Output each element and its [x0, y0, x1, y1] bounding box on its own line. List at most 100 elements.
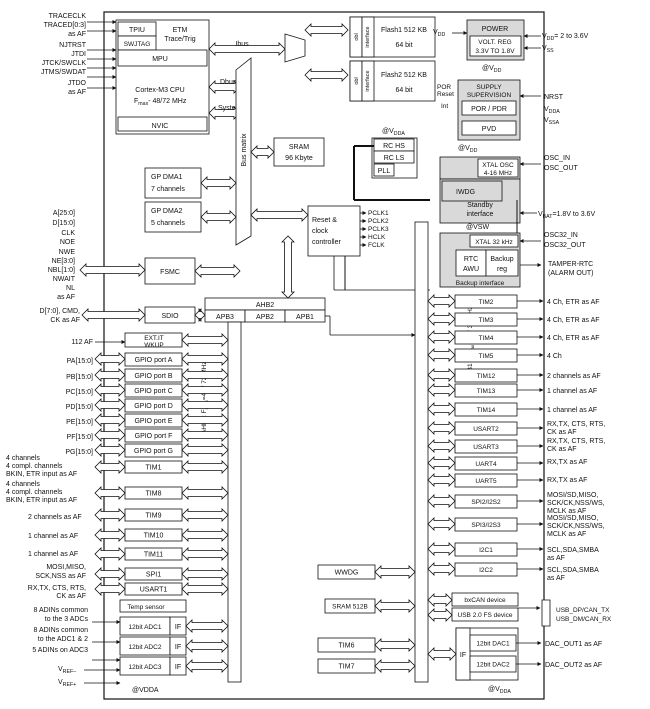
supply-label-2: SUPERVISION: [467, 92, 512, 99]
flash2-width: 64 bit: [395, 87, 412, 94]
rperiph-pin-label-7: RX,TX, CTS, RTS,: [547, 421, 605, 428]
ltim-pin-arrow-3: [94, 528, 126, 542]
backup-interface-label: Backup interface: [456, 280, 505, 287]
pin-fsmc-5: NE[3:0]: [52, 258, 75, 265]
flash2-interface: interface: [365, 70, 371, 91]
ltim-pin-arrow-5: [94, 567, 126, 581]
rperiph-pin-label-22: as AF: [547, 575, 565, 582]
apb2-bus: [227, 321, 242, 683]
pin-fsmc-7: NWAIT: [53, 276, 76, 283]
vref-minus-label: VREF–: [58, 666, 76, 675]
pin-port-3: PD[15:0]: [66, 404, 93, 411]
ltim-5-label: SPI1: [146, 572, 161, 579]
sram-label: SRAM: [289, 144, 309, 151]
xtal-osc-inner: [477, 158, 519, 178]
rperiph-10-label: UART5: [475, 478, 497, 485]
xtal-osc-label: XTAL OSC: [482, 162, 514, 169]
rperiph-9-label: UART4: [475, 461, 497, 468]
pin-port-arrow-4: [94, 413, 126, 427]
rperiph-pin-label-19: SCL,SDA,SMBA: [547, 547, 599, 554]
nrst-label: NRST: [544, 94, 564, 101]
gpio-bus-arrow-2: [181, 383, 229, 397]
rperiph-1-label: TIM3: [479, 317, 494, 324]
sdio-pin-arrow: [81, 308, 146, 322]
rperiph-pin-label-14: SCK/CK,NSS/WS,: [547, 500, 605, 507]
flash1-interface: interface: [365, 26, 371, 47]
rperiph-bus-arrow-1: [427, 312, 456, 326]
flash2-label: Flash2 512 KB: [381, 72, 427, 79]
pin-fsmc-0: A[25:0]: [53, 210, 75, 217]
rperiph-pin-label-12: RX,TX as AF: [547, 477, 587, 484]
bus-to-ahb-arrow: [281, 235, 295, 299]
rperiph-bus-arrow-4: [427, 368, 456, 382]
pin-debug-0: TRACECLK: [49, 13, 87, 20]
cpu-label: Cortex-M3 CPU: [135, 87, 184, 94]
rperiph-3-label: TIM5: [479, 353, 494, 360]
pclk-label-1: PCLK2: [368, 218, 389, 225]
pin-spi1-0: MOSI,MISO,: [46, 564, 86, 571]
fsmc-pin-arrow: [79, 263, 146, 277]
ibus-label: Ibus: [235, 41, 249, 48]
gpdma1-ch: 7 channels: [151, 186, 185, 193]
pin-port-4: PE[15:0]: [66, 419, 93, 426]
gpio-5-label: GPIO port F: [135, 433, 173, 440]
gpdma1-box: [144, 167, 202, 199]
iwdg-box: [441, 180, 503, 202]
pin-adcin-3: to the ADC1 & 2: [38, 636, 88, 643]
pvd-box: [461, 120, 517, 136]
tpiu-label: TPIU: [129, 27, 145, 34]
adc-vdda-label: @VDDA: [132, 687, 159, 694]
rperiph-pin-label-18: MCLK as AF: [547, 531, 586, 538]
ltim-1-label: TIM8: [146, 491, 162, 498]
wkup-label: WKUP: [144, 342, 164, 349]
bus-matrix: [235, 57, 252, 246]
ltim-bus-arrow-5: [181, 567, 229, 581]
adc2-bus-arrow: [185, 639, 229, 653]
pin-port-0: PA[15:0]: [67, 358, 93, 365]
ahb2-label: AHB2: [256, 302, 274, 309]
pin-port-arrow-1: [94, 368, 126, 382]
int-label: Int: [441, 103, 448, 110]
pin-port-arrow-3: [94, 398, 126, 412]
pclk-label-3: HCLK: [368, 234, 386, 241]
sram512-label: SRAM 512B: [332, 604, 368, 611]
gpdma1-label: GP DMA1: [151, 174, 182, 181]
rperiph-pin-label-21: SCL,SDA,SMBA: [547, 567, 599, 574]
pin-adcin-2: 8 ADINs common: [34, 627, 89, 634]
flash1-label: Flash1 512 KB: [381, 27, 427, 34]
rperiph-pin-label-1: 4 Ch, ETR as AF: [547, 317, 600, 324]
pin-port-6: PG[15:0]: [65, 449, 93, 456]
tamper-label: TAMPER-RTC: [548, 261, 593, 268]
vss-label: VSS: [542, 45, 554, 54]
flash1-if2: [361, 16, 375, 58]
vdda-out-label: VDDA: [544, 106, 560, 115]
apb3-label: APB3: [216, 314, 234, 321]
adc1-label: 12bit ADC1: [129, 624, 162, 631]
nvic-box: [117, 116, 208, 132]
usb-dm-label: USB_DM/CAN_RX: [556, 616, 612, 623]
tim6-arrow: [374, 638, 416, 652]
sram-arrow: [250, 145, 275, 159]
rperiph-14-label: I2C2: [479, 567, 493, 574]
reg-label: reg: [497, 266, 507, 273]
pin-fsmc-6: NBL[1:0]: [48, 267, 75, 274]
rperiph-pin-label-20: as AF: [547, 555, 565, 562]
dac1-label: 12bit DAC1: [476, 641, 510, 648]
rperiph-bus-arrow-7: [427, 421, 456, 435]
pll-label: PLL: [378, 168, 391, 175]
voltreg-range: 3.3V TO 1.8V: [475, 48, 515, 55]
rcc-label-0: Reset &: [312, 217, 337, 224]
power-label: POWER: [482, 26, 508, 33]
gpio-bus-arrow-6: [181, 443, 229, 457]
rc-ls-label: RC LS: [384, 155, 405, 162]
pin-fsmc-2: CLK: [61, 230, 75, 237]
tim7-arrow: [374, 659, 416, 673]
pin-tim8-2: BKIN, ETR input as AF: [6, 497, 77, 504]
flash1-arrow: [304, 23, 349, 37]
osc32-in-label: OSC32_IN: [544, 232, 578, 239]
rperiph-pin-label-15: MCLK as AF: [547, 508, 586, 515]
vdd-at-label: @VDD: [482, 65, 502, 74]
pin-debug-2: as AF: [68, 31, 86, 38]
bxcan-label: bxCAN device: [464, 597, 506, 604]
system-label: System: [218, 105, 242, 112]
